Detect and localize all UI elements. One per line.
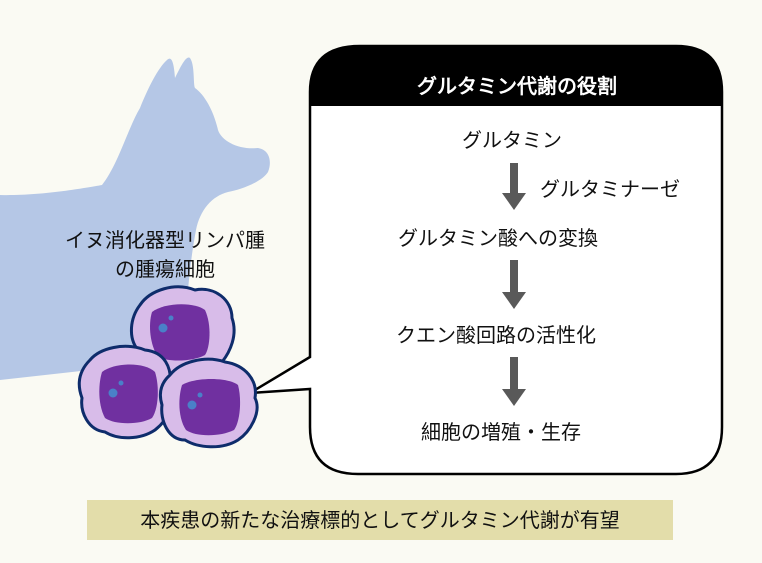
conclusion-banner: 本疾患の新たな治療標的としてグルタミン代謝が有望: [87, 500, 673, 540]
panel-title: グルタミン代謝の役割: [417, 74, 617, 98]
cell-right: [158, 357, 259, 449]
tumor-cells-icon: [77, 285, 259, 449]
subject-label-line2: の腫瘍細胞: [115, 257, 215, 281]
subject-label: イヌ消化器型リンパ腫 の腫瘍細胞: [40, 226, 290, 284]
arrow-1: [502, 163, 526, 210]
panel-title-bar: [310, 46, 722, 106]
enzyme-label: グルタミナーゼ: [540, 177, 680, 201]
step-glutamine: グルタミン: [462, 128, 562, 152]
cell-top: [130, 285, 236, 379]
dog-silhouette-icon: [0, 57, 270, 380]
arrow-2: [502, 260, 526, 309]
cell-left: [77, 344, 175, 440]
speech-bubble: [249, 44, 724, 476]
arrow-3: [502, 357, 526, 406]
step-proliferation: 細胞の増殖・生存: [421, 420, 581, 444]
step-tca-activation: クエン酸回路の活性化: [396, 323, 596, 347]
step-glutamate-conversion: グルタミン酸への変換: [398, 226, 598, 250]
subject-label-line1: イヌ消化器型リンパ腫: [65, 228, 265, 252]
